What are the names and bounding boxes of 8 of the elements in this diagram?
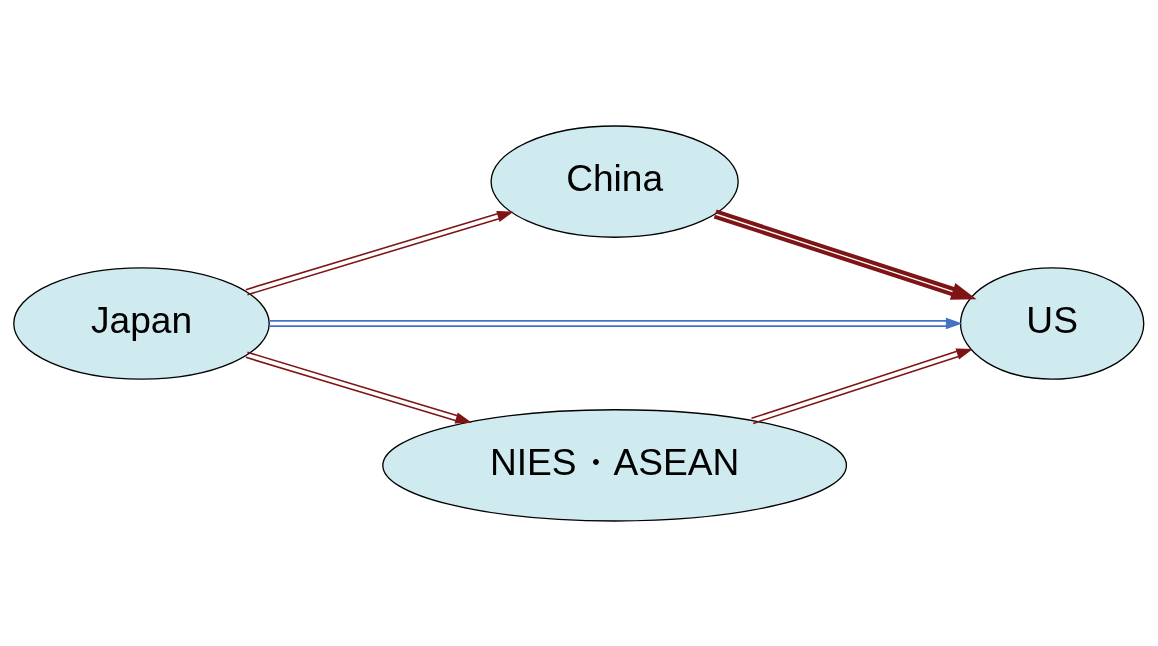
node-ellipse: Japan	[13, 266, 270, 380]
arrow	[713, 209, 977, 300]
arrow	[245, 350, 472, 423]
node-ellipse: US	[959, 266, 1145, 380]
arrow	[245, 210, 514, 296]
arrow	[750, 348, 973, 424]
arrow	[268, 317, 963, 329]
node-ellipse: China	[490, 124, 739, 238]
